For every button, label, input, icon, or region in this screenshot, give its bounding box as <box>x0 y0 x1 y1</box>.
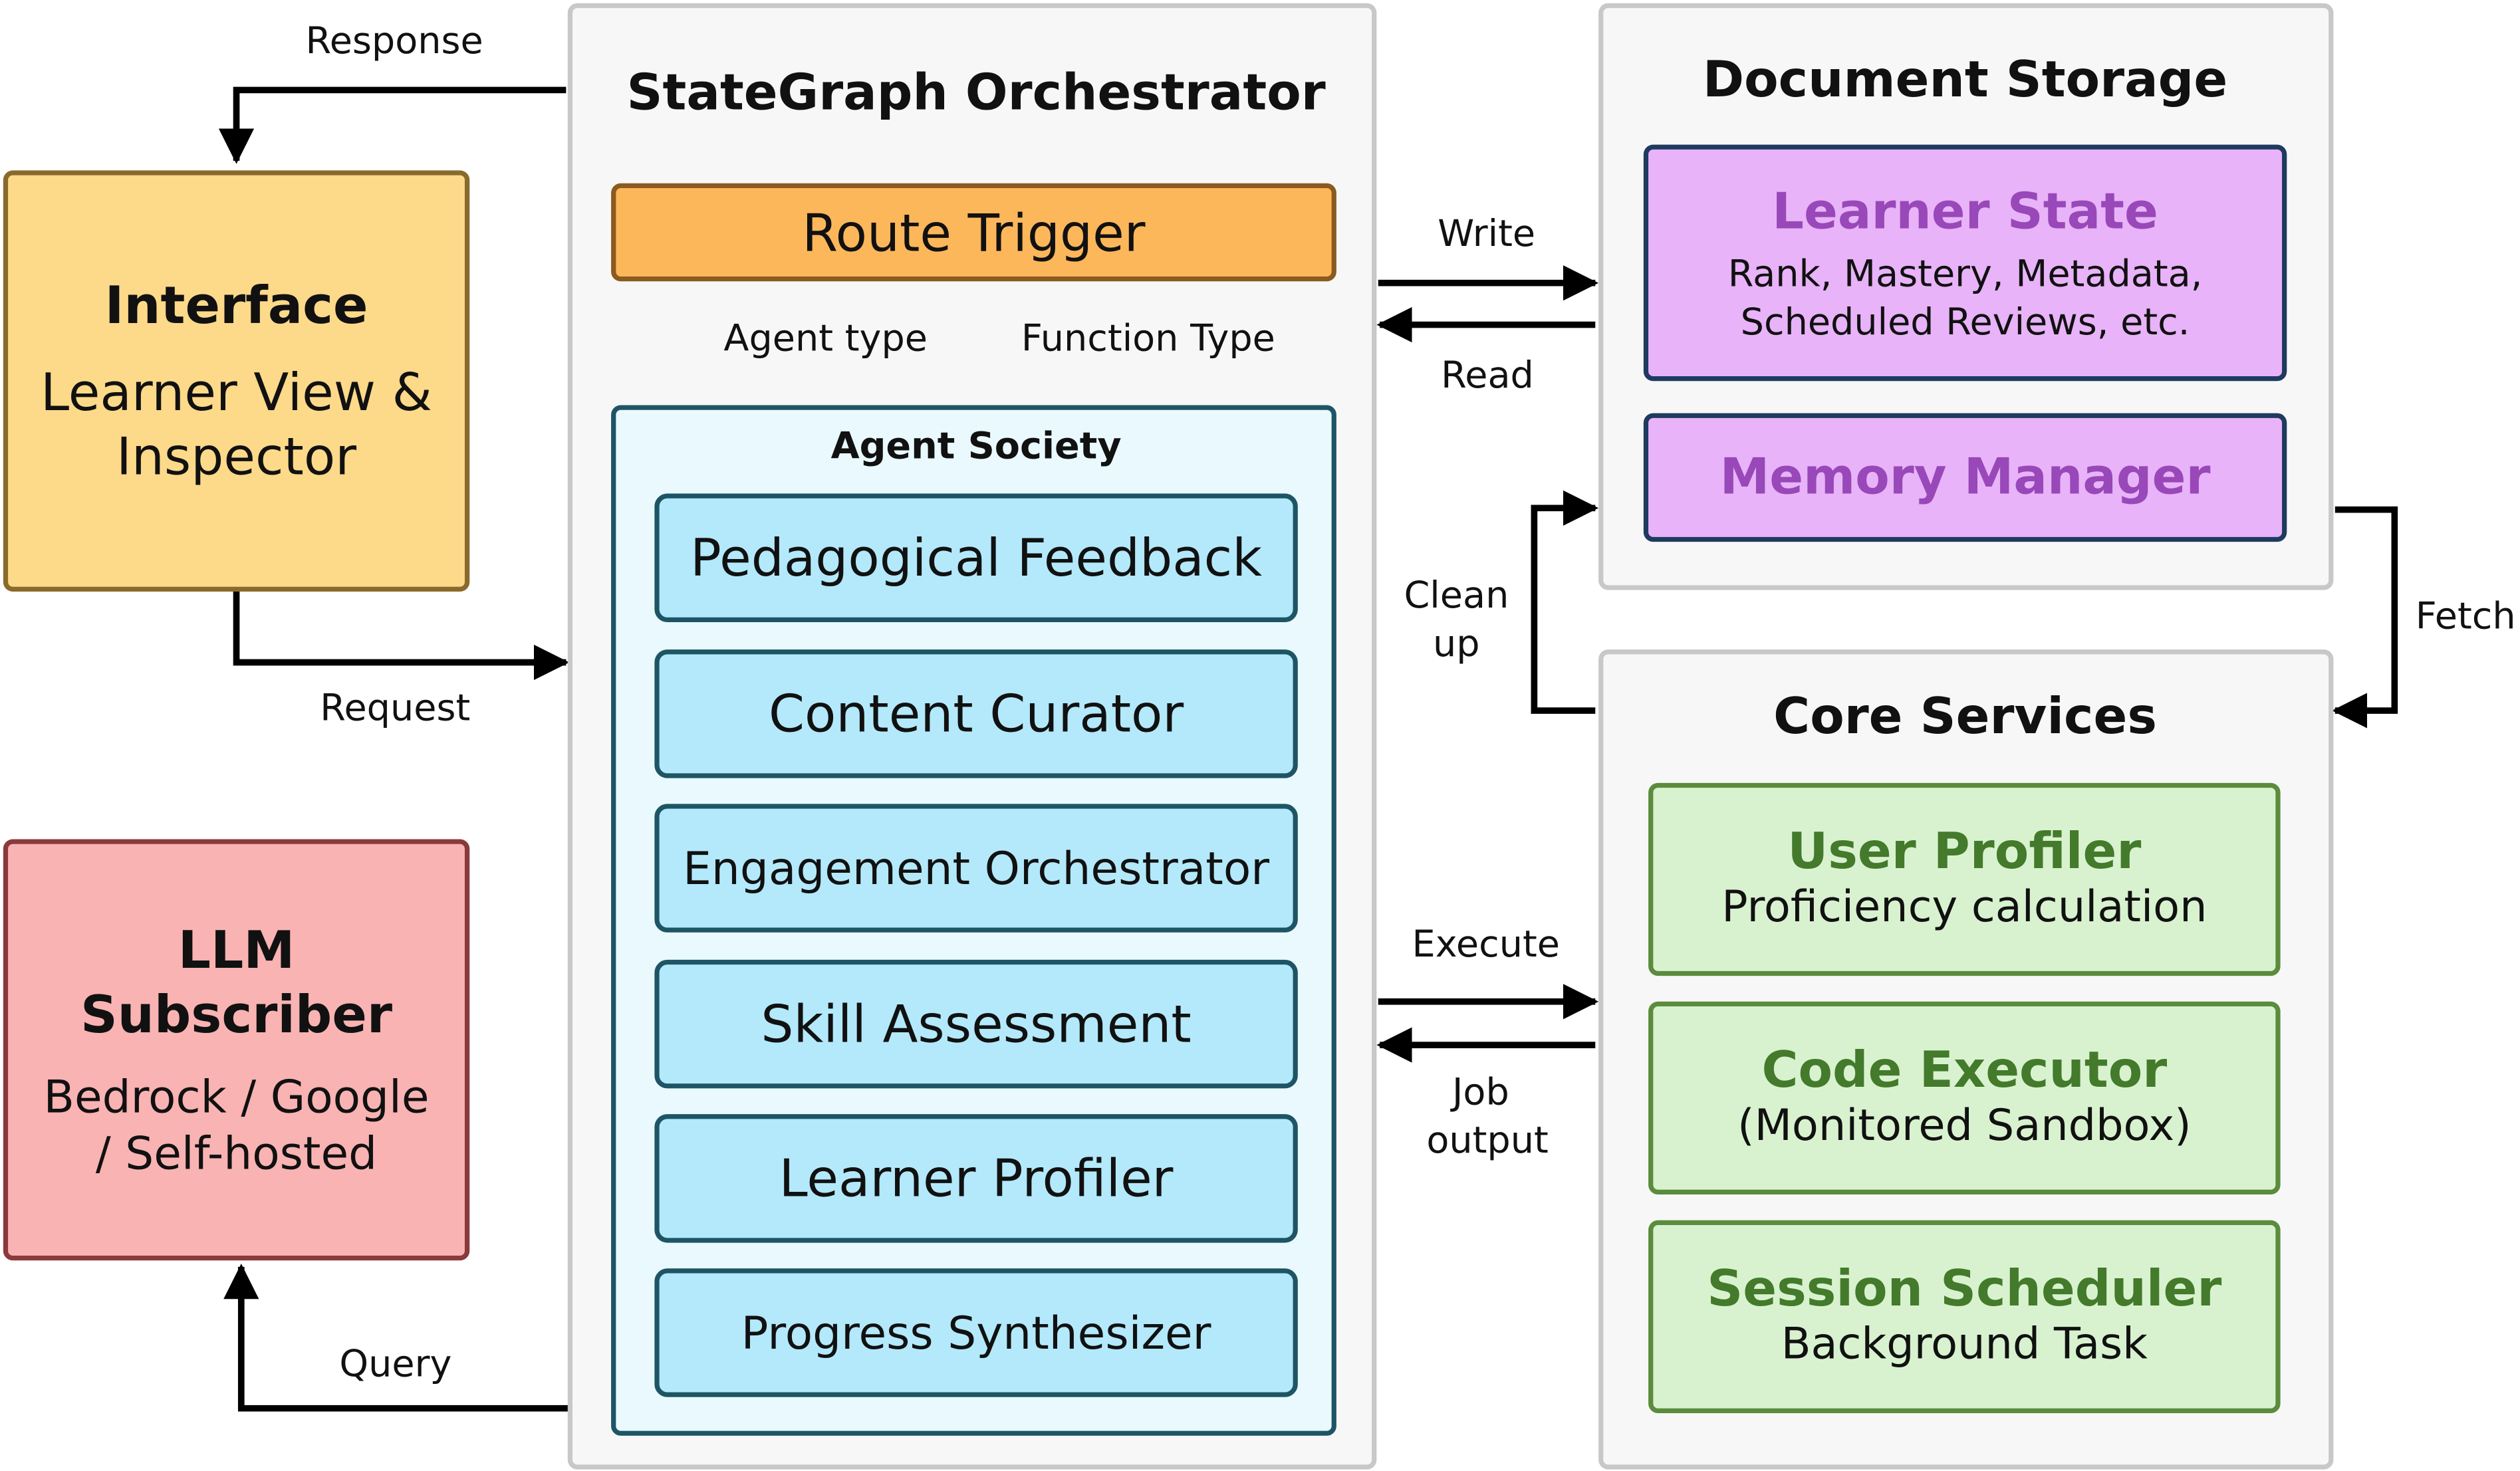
code-executor-subtitle: (Monitored Sandbox) <box>1737 1101 2192 1151</box>
memory-manager-label: Memory Manager <box>1719 448 2211 507</box>
clean-up-label-line1: Clean <box>1404 575 1509 618</box>
query-arrow <box>223 1264 636 1412</box>
fetch-arrow <box>2332 506 2398 729</box>
agent-learner-profiler: Learner Profiler <box>654 1114 1298 1243</box>
orchestrator-title: StateGraph Orchestrator <box>626 64 1326 122</box>
session-scheduler-subtitle: Background Task <box>1781 1319 2148 1370</box>
user-profiler-box: User Profiler Proficiency calculation <box>1648 782 2281 976</box>
user-profiler-subtitle: Proficiency calculation <box>1721 882 2207 933</box>
interface-subtitle-line1: Learner View & <box>41 362 433 423</box>
request-label: Request <box>320 688 471 731</box>
llm-title-line1: LLM <box>178 919 295 981</box>
agent-pedagogical-feedback: Pedagogical Feedback <box>654 493 1298 623</box>
agent-type-label: Agent type <box>723 318 928 360</box>
llm-subtitle-line2: / Self-hosted <box>95 1127 378 1181</box>
memory-manager-box: Memory Manager <box>1643 413 2287 542</box>
llm-subscriber-box: LLM Subscriber Bedrock / Google / Self-h… <box>3 839 470 1261</box>
code-executor-title: Code Executor <box>1761 1042 2168 1100</box>
cleanup-arrow <box>1531 490 1599 714</box>
function-type-label: Function Type <box>1021 318 1275 360</box>
interface-subtitle-line2: Inspector <box>116 425 357 487</box>
request-arrow <box>233 592 570 681</box>
session-scheduler-box: Session Scheduler Background Task <box>1648 1220 2281 1413</box>
agent-content-curator: Content Curator <box>654 649 1298 778</box>
job-output-label-line1: Job <box>1452 1072 1509 1115</box>
agent-engagement-orchestrator: Engagement Orchestrator <box>654 804 1298 933</box>
query-label: Query <box>339 1343 452 1386</box>
code-executor-box: Code Executor (Monitored Sandbox) <box>1648 1001 2281 1195</box>
agent-progress-synthesizer: Progress Synthesizer <box>654 1268 1298 1397</box>
agent-skill-assessment: Skill Assessment <box>654 959 1298 1089</box>
execute-label: Execute <box>1412 924 1561 966</box>
job-output-label-line2: output <box>1426 1120 1549 1163</box>
llm-subtitle-line1: Bedrock / Google <box>43 1070 430 1124</box>
llm-title-line2: Subscriber <box>80 984 392 1046</box>
fetch-label: Fetch <box>2415 596 2516 639</box>
read-label: Read <box>1441 355 1534 397</box>
route-trigger-label: Route Trigger <box>802 201 1146 263</box>
response-arrow <box>218 86 567 164</box>
response-label: Response <box>305 21 483 63</box>
interface-box: Interface Learner View & Inspector <box>3 170 470 592</box>
learner-state-box: Learner State Rank, Mastery, Metadata, S… <box>1643 144 2287 382</box>
learner-state-line2: Scheduled Reviews, etc. <box>1740 301 2190 344</box>
write-label: Write <box>1438 213 1536 256</box>
clean-up-label-line2: up <box>1432 623 1480 666</box>
document-storage-title: Document Storage <box>1702 51 2228 110</box>
learner-state-title: Learner State <box>1772 182 2158 241</box>
core-services-title: Core Services <box>1773 688 2157 746</box>
learner-state-line1: Rank, Mastery, Metadata, <box>1727 253 2203 295</box>
route-trigger-box: Route Trigger <box>611 183 1336 282</box>
session-scheduler-title: Session Scheduler <box>1707 1260 2222 1319</box>
agent-society-title: Agent Society <box>830 425 1122 468</box>
interface-title: Interface <box>104 275 368 336</box>
user-profiler-title: User Profiler <box>1787 823 2142 881</box>
